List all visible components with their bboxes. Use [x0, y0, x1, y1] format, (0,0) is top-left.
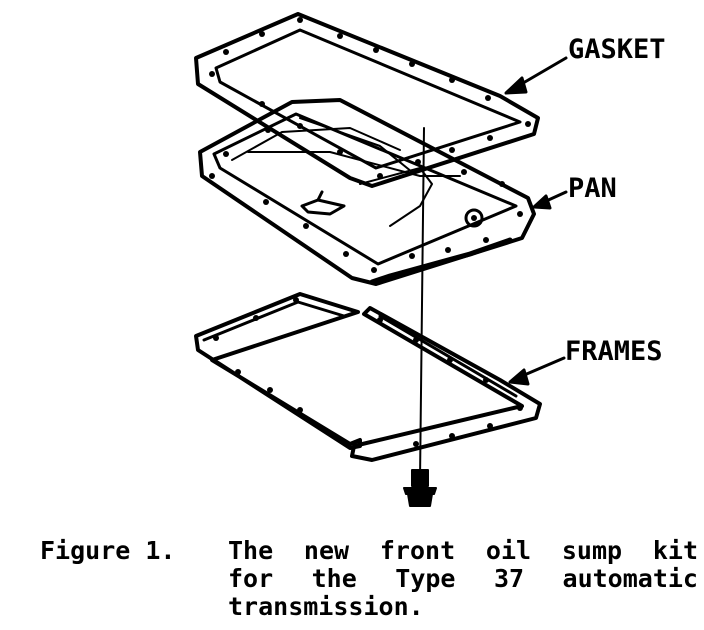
figure-number: Figure 1.	[40, 536, 176, 565]
assembly-axis	[419, 127, 425, 481]
caption-line-2: for the Type 37 automatic	[228, 564, 698, 593]
gasket-part	[194, 12, 540, 188]
pan-label: PAN	[568, 173, 617, 204]
caption-line-3: transmission.	[228, 592, 424, 621]
frames-part	[194, 292, 542, 462]
gasket-label: GASKET	[568, 34, 666, 65]
figure-caption: The new front oil sump kit for the Type …	[228, 537, 698, 621]
frames-label: FRAMES	[565, 336, 663, 367]
leader-arrows	[504, 56, 568, 386]
pan-part	[198, 98, 536, 286]
caption-line-1: The new front oil sump kit	[228, 536, 698, 565]
bolt-part	[403, 469, 437, 507]
